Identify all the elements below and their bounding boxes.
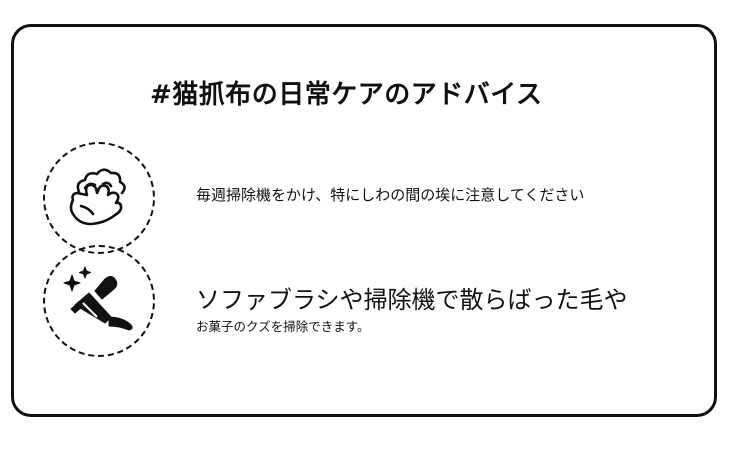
- tip-2-subtext: お菓子のクズを掃除できます。: [196, 319, 370, 334]
- page-title: #猫抓布の日常ケアのアドバイス: [150, 80, 543, 110]
- sparkle-icon: [63, 274, 81, 292]
- tip-1-icon-circle: [43, 142, 155, 254]
- tip-2-icon-circle: [43, 245, 155, 357]
- hand-wash-icon: [69, 168, 126, 226]
- tip-2-heading: ソファブラシや掃除機で散らばった毛や: [196, 286, 628, 314]
- vacuum-cleaner-icon: [63, 266, 133, 331]
- sparkle-icon: [79, 266, 91, 279]
- tip-1-text: 毎週掃除機をかけ、特にしわの間の埃に注意してください: [196, 186, 585, 204]
